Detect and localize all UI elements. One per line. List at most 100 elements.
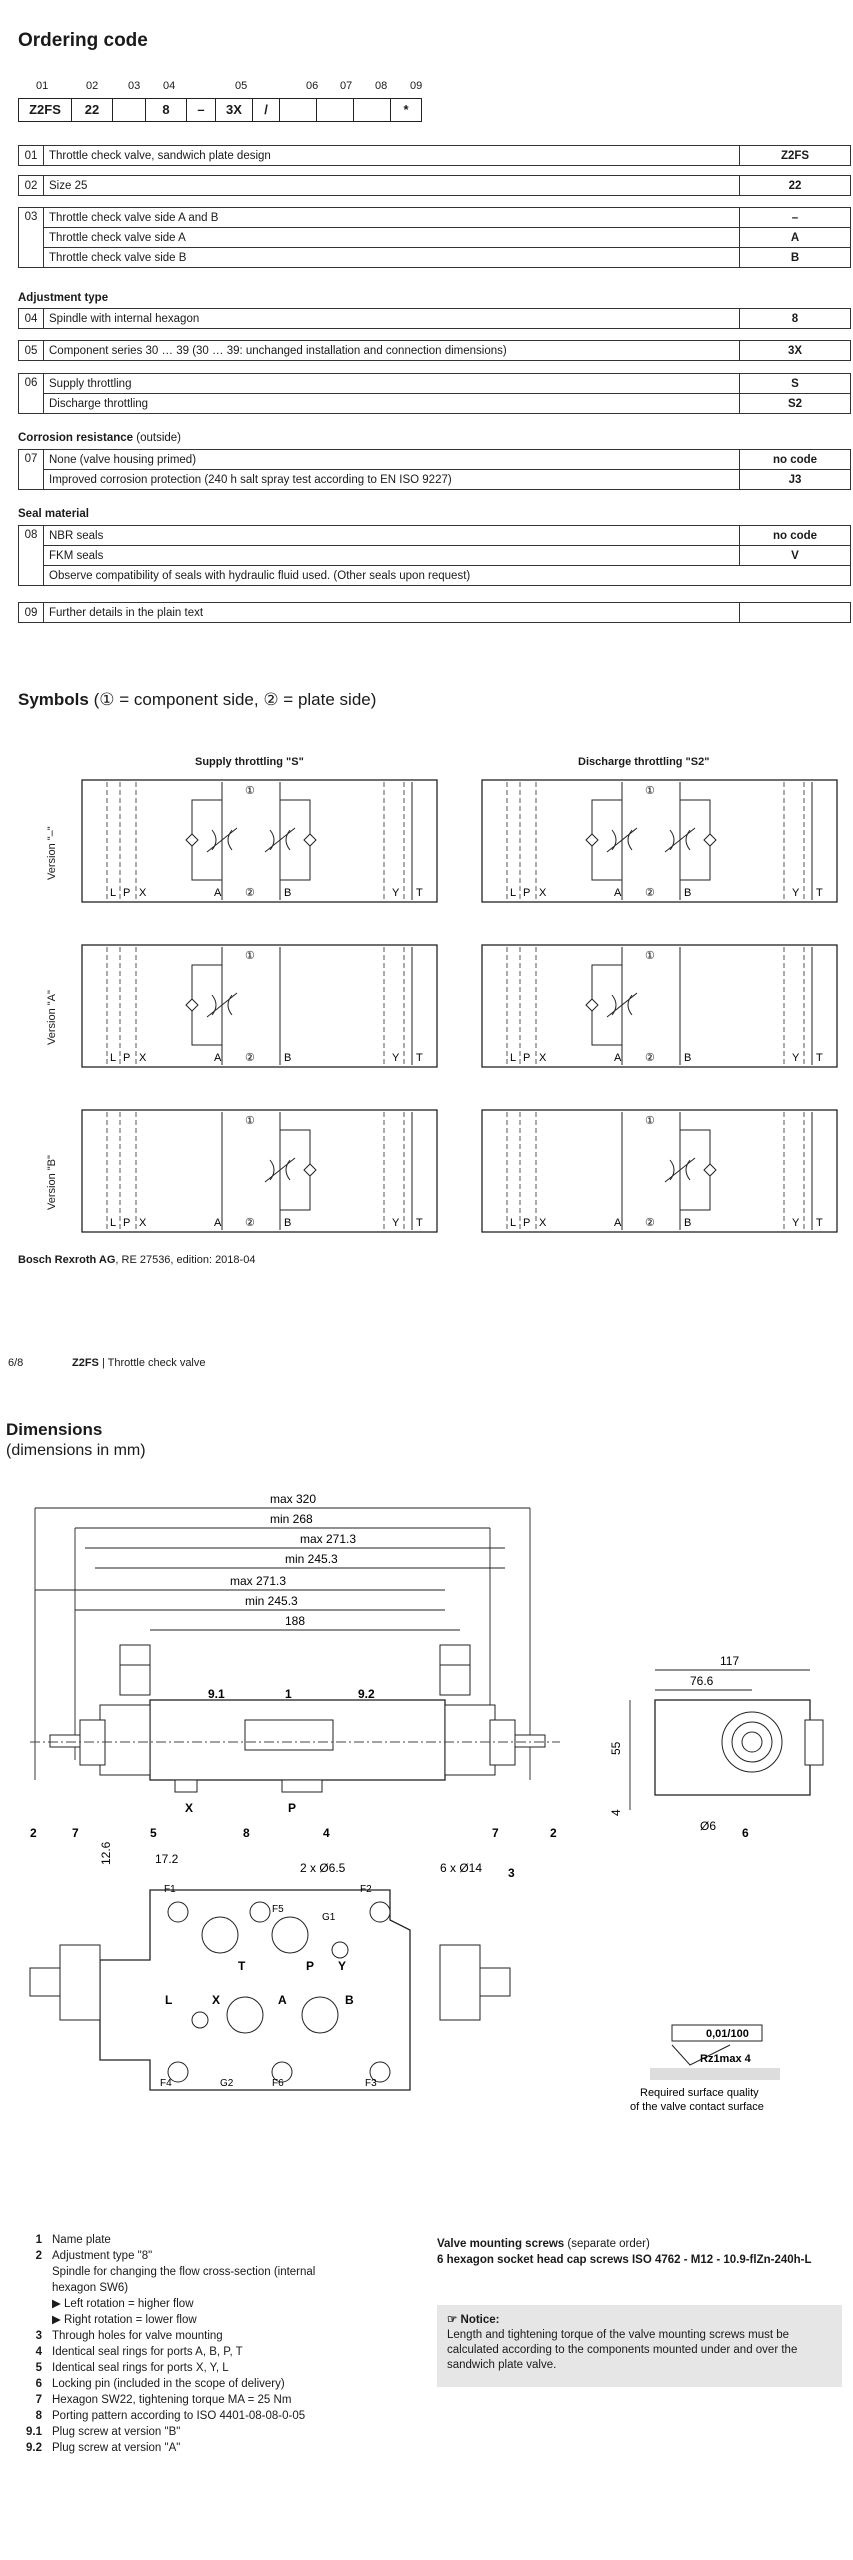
port-L: L (510, 887, 516, 899)
port-Y: Y (792, 1217, 800, 1229)
port-T: T (416, 887, 423, 899)
code-box (280, 99, 317, 121)
notice-text: Length and tightening torque of the valv… (447, 2329, 798, 2371)
port-T: T (816, 887, 823, 899)
port-F6: F6 (272, 2078, 284, 2089)
port-T: T (816, 1217, 823, 1229)
dim-max2713b: max 271.3 (230, 1574, 286, 1588)
code-box: – (187, 99, 216, 121)
port-L: L (110, 887, 116, 899)
port-F4: F4 (160, 2078, 172, 2089)
port-B: B (284, 1052, 291, 1064)
pos-05: 05 (235, 80, 248, 92)
row-value: 22 (739, 175, 851, 196)
dim-117: 117 (720, 1654, 739, 1668)
roughness-value: Rz1max 4 (700, 2053, 752, 2065)
port-L: L (510, 1052, 516, 1064)
port-L: L (110, 1217, 116, 1229)
port-T: T (416, 1052, 423, 1064)
pos-07: 07 (340, 80, 353, 92)
dimensions-title: Dimensions (6, 1420, 103, 1439)
col-discharge-title: Discharge throttling "S2" (578, 756, 710, 768)
port-B: B (345, 1993, 354, 2007)
footer-edition: Bosch Rexroth AG, RE 27536, edition: 201… (18, 1254, 256, 1266)
port-B: B (684, 1052, 691, 1064)
port-F3: F3 (365, 2078, 377, 2089)
port-component: ① (645, 1115, 655, 1127)
port-A: A (614, 887, 622, 899)
label-9-2: 9.2 (358, 1687, 375, 1701)
label-7-left: 7 (72, 1826, 79, 1840)
code-boxes: Z2FS 22 8 – 3X / * (18, 98, 422, 122)
port-Y: Y (792, 887, 800, 899)
legend-item: ▶ Left rotation = higher flow (52, 2298, 194, 2310)
label-2-left: 2 (30, 1826, 37, 1840)
port-X: X (539, 887, 547, 899)
code-box: Z2FS (19, 99, 72, 121)
surface-note-2: of the valve contact surface (630, 2101, 764, 2113)
port-L: L (510, 1217, 516, 1229)
port-P: P (123, 1217, 130, 1229)
label-6: 6 (742, 1826, 749, 1840)
label-8: 8 (243, 1826, 250, 1840)
port-plate: ② (645, 887, 655, 899)
dim-12-6: 12.6 (99, 1841, 113, 1865)
dim-min2453b: min 245.3 (245, 1594, 298, 1608)
label-9-1: 9.1 (208, 1687, 225, 1701)
notice-title: ☞ Notice: (447, 2314, 500, 2326)
page-number: 6/8 (8, 1357, 24, 1369)
port-F5: F5 (272, 1904, 284, 1915)
port-T: T (816, 1052, 823, 1064)
port-F1: F1 (164, 1884, 176, 1895)
port-B: B (284, 1217, 291, 1229)
dimensions-subtitle: (dimensions in mm) (6, 1442, 146, 1459)
port-plate: ② (245, 1217, 255, 1229)
pos-04: 04 (163, 80, 176, 92)
port-P: P (123, 887, 130, 899)
port-F2: F2 (360, 1884, 372, 1895)
adjustment-title: Adjustment type (18, 292, 109, 304)
legend-item: hexagon SW6) (52, 2282, 129, 2294)
pos-09: 09 (410, 80, 423, 92)
row-text: Throttle check valve side A and B (43, 207, 740, 228)
pos-02: 02 (86, 80, 99, 92)
port-plate: ② (645, 1217, 655, 1229)
flatness-value: 0,01/100 (706, 2028, 749, 2040)
notice-icon: ☞ (447, 2314, 461, 2326)
pos-01: 01 (36, 80, 49, 92)
mounting-screws: Valve mounting screws (separate order) 6… (437, 2238, 812, 2266)
port-T: T (238, 1959, 246, 1973)
code-box: 8 (146, 99, 187, 121)
dim-min2453a: min 245.3 (285, 1552, 338, 1566)
notice-box: ☞ Notice: Length and tightening torque o… (437, 2305, 842, 2387)
row-text: Size 25 (43, 175, 740, 196)
label-P: P (288, 1801, 296, 1815)
label-2-right: 2 (550, 1826, 557, 1840)
port-X: X (139, 887, 147, 899)
row-value: Z2FS (739, 145, 851, 166)
label-3: 3 (508, 1866, 515, 1880)
seal-title: Seal material (18, 508, 89, 520)
port-L: L (165, 1993, 172, 2007)
port-A: A (278, 1993, 287, 2007)
dim-max320: max 320 (270, 1492, 316, 1506)
row-num: 03 (18, 207, 44, 268)
label-X: X (185, 1801, 193, 1815)
dim-55: 55 (609, 1741, 623, 1755)
port-P: P (523, 887, 530, 899)
port-P: P (523, 1052, 530, 1064)
row-num: 01 (18, 145, 44, 166)
page-product: Z2FS | Throttle check valve (72, 1357, 206, 1369)
col-supply-title: Supply throttling "S" (195, 756, 304, 768)
dim-d6: Ø6 (700, 1819, 716, 1833)
label-4: 4 (323, 1826, 330, 1840)
